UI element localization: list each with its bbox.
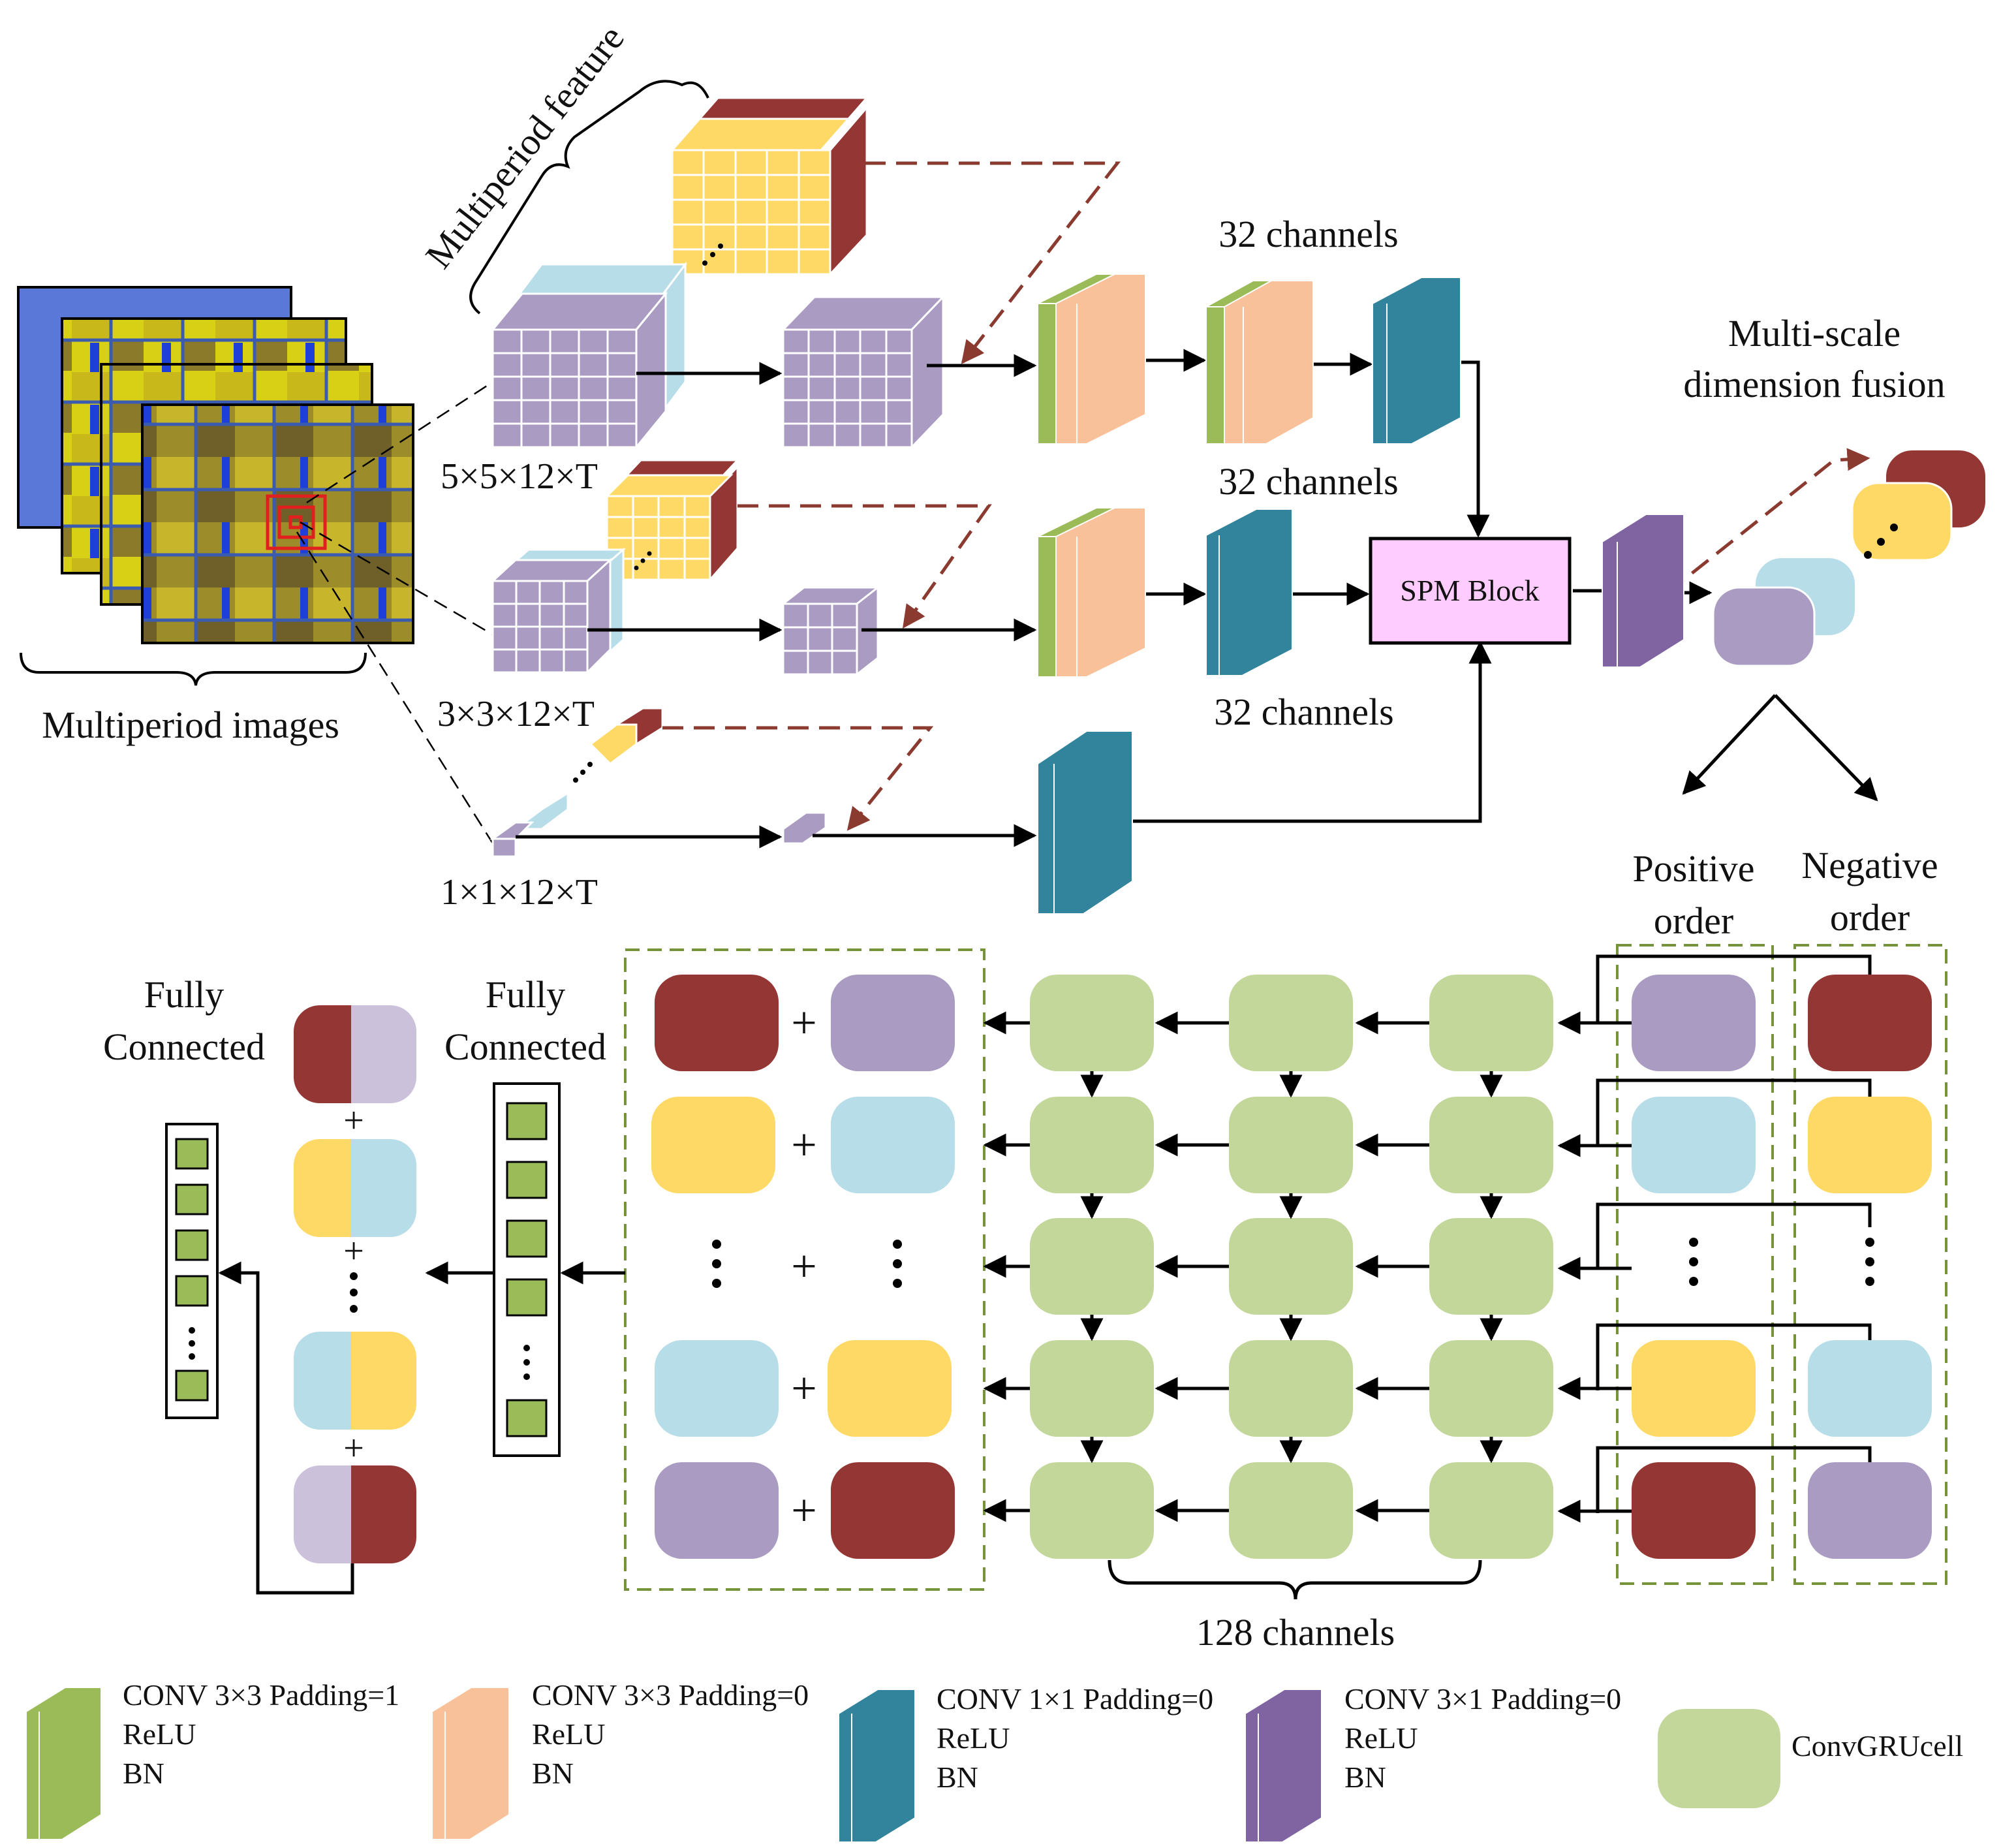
- fc-left-label-1: Fully: [144, 973, 225, 1016]
- size-1-label: 1×1×12×T: [441, 872, 598, 913]
- fc-left: Fully Connected: [103, 973, 354, 1595]
- svg-text:BN: BN: [1344, 1761, 1386, 1794]
- svg-text:BN: BN: [532, 1757, 574, 1790]
- spm-block: SPM Block: [1369, 537, 1572, 645]
- channels-128-label: 128 channels: [1196, 1611, 1395, 1653]
- plus-left-2: +: [343, 1231, 364, 1272]
- conv-teal-slab-row3: [1037, 730, 1133, 915]
- feature-cube-yellow-top: [670, 97, 869, 277]
- positive-order-column: [1632, 975, 1756, 1559]
- zoom-lines: [296, 379, 497, 849]
- conv-slabs: 32 channels 32 channels 32 channels: [1037, 213, 1684, 915]
- plus-5: +: [791, 1486, 816, 1536]
- negative-order-column: [1808, 975, 1932, 1559]
- feature-cube-3x3-group: 3×3×12×T: [437, 459, 881, 734]
- patch-box-large: [266, 494, 327, 550]
- msdf-label-2: dimension fusion: [1683, 363, 1945, 405]
- feature-cube-purple-5x5: [490, 290, 668, 450]
- svg-text:ConvGRUcell: ConvGRUcell: [1792, 1729, 1963, 1762]
- fc-mid-label-1: Fully: [486, 973, 566, 1016]
- legend-item-conv3x3-pad1: CONV 3×3 Padding=1 ReLU BN: [25, 1678, 399, 1840]
- conv-teal-slab-row2: [1205, 509, 1293, 676]
- fc-mid-label-2: Connected: [444, 1026, 606, 1068]
- size-3-label: 3×3×12×T: [437, 694, 595, 734]
- svg-text:ReLU: ReLU: [123, 1717, 196, 1751]
- legend: CONV 3×3 Padding=1 ReLU BN CONV 3×3 Padd…: [25, 1678, 1963, 1843]
- concat-pairs: + + + + +: [651, 975, 955, 1559]
- svg-text:ReLU: ReLU: [532, 1717, 605, 1751]
- channels-bottom-label: 32 channels: [1214, 691, 1393, 733]
- plus-1: +: [791, 998, 816, 1048]
- size-5-label: 5×5×12×T: [441, 456, 598, 497]
- feature-cube-yellow-mid: [604, 459, 740, 582]
- conv-purple-slab: [1602, 514, 1684, 668]
- spm-block-label: SPM Block: [1400, 574, 1539, 607]
- feature-brace: [469, 80, 709, 315]
- split-pairs: + + +: [294, 1005, 416, 1563]
- svg-text:ReLU: ReLU: [1344, 1721, 1418, 1755]
- conv-green-orange-slab-3: [1037, 507, 1146, 678]
- images-brace: [20, 652, 367, 686]
- dashed-feedback-arrows: [662, 161, 1870, 831]
- fc-left-label-2: Connected: [103, 1026, 265, 1068]
- channels-top-label: 32 channels: [1218, 213, 1398, 255]
- feature-strip-purple-reduced: [782, 811, 827, 845]
- legend-item-convgrucell: ConvGRUcell: [1658, 1709, 1963, 1808]
- legend-item-conv3x3-pad0: CONV 3×3 Padding=0 ReLU BN: [431, 1678, 809, 1840]
- feature-strip-purple-front: [491, 838, 517, 858]
- negative-order-label-1: Negative: [1801, 844, 1938, 886]
- svg-text:CONV 1×1 Padding=0: CONV 1×1 Padding=0: [937, 1682, 1213, 1715]
- multiperiod-images-label: Multiperiod images: [42, 704, 339, 746]
- feature-cube-1x1-group: 1×1×12×T: [441, 707, 827, 913]
- feature-cube-5x5-group: Multiperiod feature 5×5×12×T: [417, 17, 946, 497]
- convgru-grid: 128 channels: [983, 975, 1553, 1653]
- order-connectors: [1557, 954, 1872, 1523]
- negative-order-label-2: order: [1830, 896, 1910, 939]
- svg-text:BN: BN: [937, 1761, 978, 1794]
- positive-order-label-2: order: [1654, 900, 1733, 942]
- feature-strip-yellow: [589, 723, 638, 765]
- feature-strip-lightblue: [512, 791, 569, 830]
- conv-teal-slab-row1: [1372, 277, 1461, 445]
- fc-middle: Fully Connected: [425, 973, 625, 1457]
- plus-left-3: +: [343, 1428, 364, 1469]
- legend-item-conv1x1-pad0: CONV 1×1 Padding=0 ReLU BN: [838, 1682, 1213, 1843]
- plus-4: +: [791, 1364, 816, 1414]
- feature-cube-purple-3x3: [490, 557, 613, 675]
- patch-box-mid: [277, 505, 315, 539]
- msdf-label-1: Multi-scale: [1728, 312, 1900, 354]
- svg-text:ReLU: ReLU: [937, 1721, 1010, 1755]
- multiperiod-images: Multiperiod images: [17, 286, 414, 746]
- feature-cube-purple-reduced: [781, 294, 946, 450]
- plus-3: +: [791, 1242, 816, 1292]
- multiperiod-feature-label: Multiperiod feature: [417, 17, 632, 276]
- svg-text:BN: BN: [123, 1757, 164, 1790]
- positive-order-label-1: Positive: [1633, 847, 1755, 890]
- conv-green-orange-slab-1: [1037, 274, 1146, 445]
- svg-text:CONV 3×3 Padding=0: CONV 3×3 Padding=0: [532, 1678, 809, 1712]
- svg-text:CONV 3×1 Padding=0: CONV 3×1 Padding=0: [1344, 1682, 1621, 1715]
- channels-mid-label: 32 channels: [1218, 460, 1398, 503]
- svg-text:CONV 3×3 Padding=1: CONV 3×3 Padding=1: [123, 1678, 399, 1712]
- multi-scale-fusion: Multi-scale dimension fusion: [1683, 312, 1985, 667]
- plus-2: +: [791, 1120, 816, 1170]
- plus-left-1: +: [343, 1101, 364, 1141]
- legend-item-conv3x1-pad0: CONV 3×1 Padding=0 ReLU BN: [1245, 1682, 1621, 1843]
- conv-green-orange-slab-2: [1203, 280, 1314, 445]
